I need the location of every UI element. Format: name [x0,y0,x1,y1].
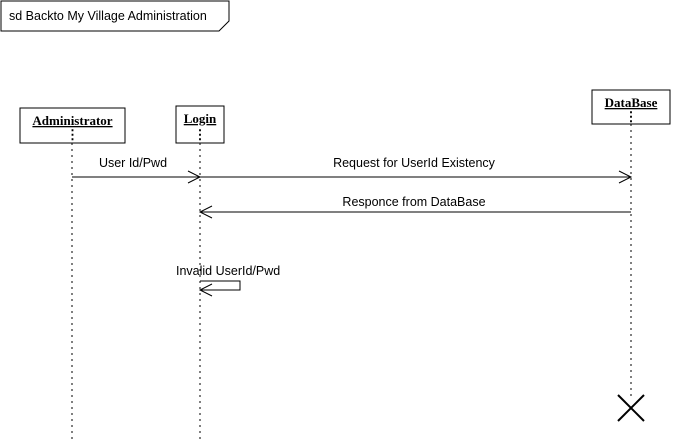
lifeline-database[interactable]: DataBase ⋮ [591,89,671,398]
message-invalid-userid-pwd-loop [200,280,241,291]
message-user-id-pwd-label: User Id/Pwd [99,156,167,170]
message-responce-from-database-label: Responce from DataBase [342,195,485,209]
message-user-id-pwd[interactable]: User Id/Pwd [72,156,202,184]
message-request-for-userid-existency-arrowhead [618,170,633,184]
lifeline-administrator-label: Administrator [32,113,112,128]
lifeline-login-dots: ⋮ [194,127,207,142]
destroy-x-icon [617,394,645,422]
lifeline-administrator[interactable]: Administrator ⋮ [19,107,126,442]
lifeline-administrator-box[interactable] [19,107,126,144]
message-invalid-userid-pwd-arrowhead [198,283,213,297]
message-request-for-userid-existency[interactable]: Request for UserId Existency [200,156,633,184]
message-request-for-userid-existency-label: Request for UserId Existency [333,156,496,170]
lifeline-login[interactable]: Login ⋮ [175,105,225,442]
frame-label-tab: sd Backto My Village Administration [0,0,230,32]
frame-label-shape [0,0,230,32]
message-responce-from-database[interactable]: Responce from DataBase [198,195,631,219]
lifeline-database-dots: ⋮ [625,109,638,124]
lifeline-login-label: Login [184,111,217,126]
lifeline-database-box[interactable] [591,89,671,125]
destroy-x-icon-stroke-2 [617,394,645,422]
frame-label-text: sd Backto My Village Administration [9,9,207,23]
message-invalid-userid-pwd[interactable]: Invalid UserId/Pwd [176,264,280,297]
message-responce-from-database-arrowhead [198,205,213,219]
lifeline-database-label: DataBase [605,95,658,110]
message-invalid-userid-pwd-label: Invalid UserId/Pwd [176,264,280,278]
lifeline-administrator-dots: ⋮ [66,127,79,142]
lifeline-login-box[interactable] [175,105,225,144]
